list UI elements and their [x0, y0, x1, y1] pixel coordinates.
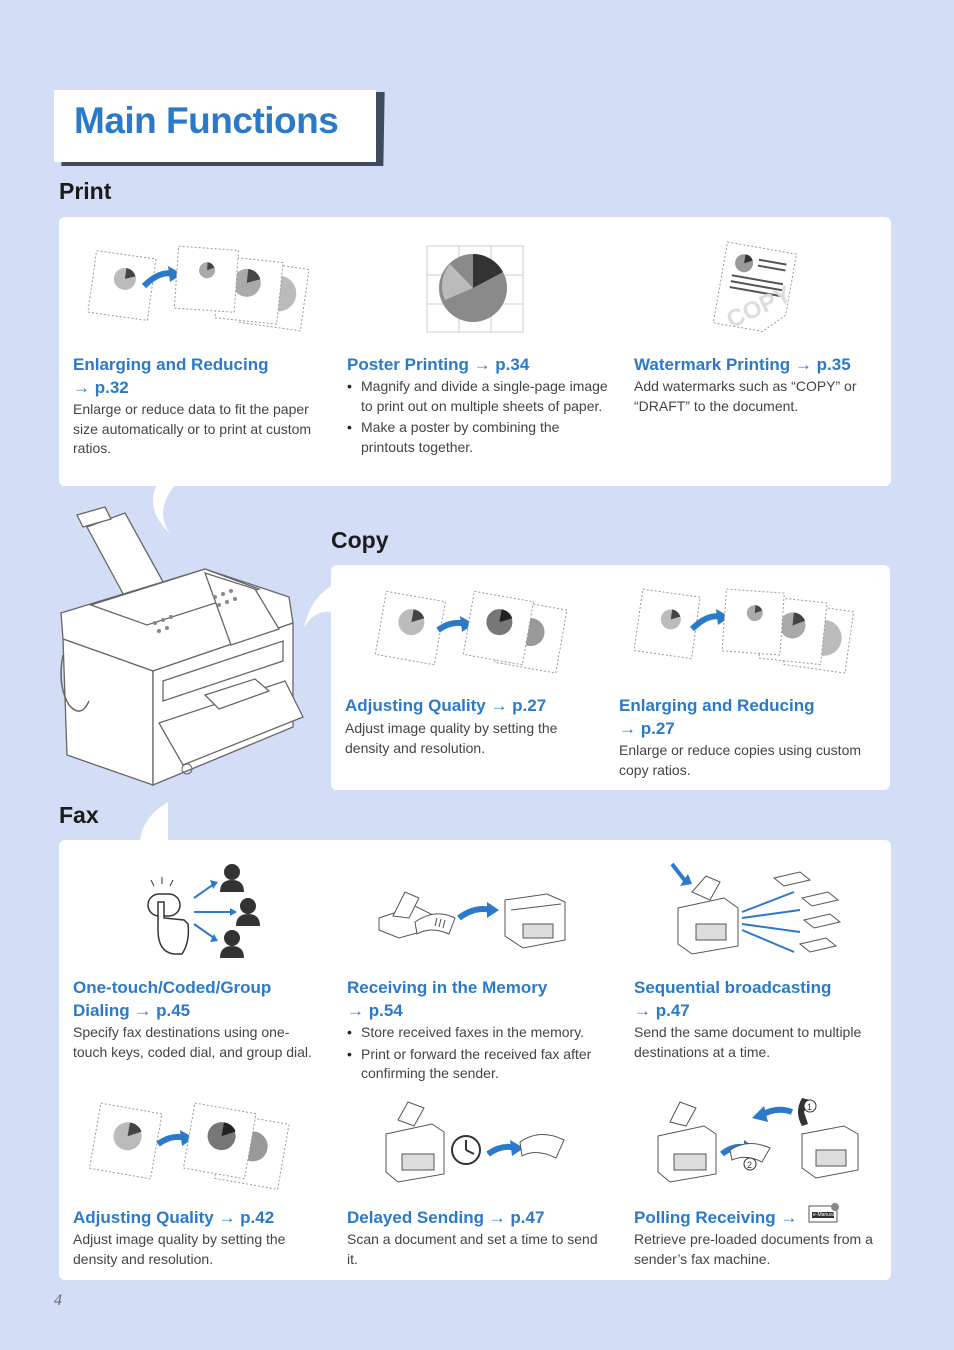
- title-box: Main Functions: [54, 90, 376, 162]
- bullet-item: Make a poster by combining the printouts…: [347, 418, 609, 457]
- fax-polling-title: Polling Receiving →: [634, 1208, 798, 1227]
- bullet-item: Print or forward the received fax after …: [347, 1045, 612, 1084]
- copy-enlarge-illustration: [633, 588, 855, 674]
- copy-quality-desc: Adjust image quality by setting the dens…: [345, 720, 558, 756]
- quality-illustration: [374, 590, 568, 674]
- broadcast-illustration: [670, 862, 842, 955]
- copy-enlarge-desc: Enlarge or reduce copies using custom co…: [619, 742, 862, 778]
- fax-panel-tail: [139, 802, 168, 848]
- print-poster-bullets: Magnify and divide a single-page image t…: [347, 377, 609, 459]
- print-enlarge-desc: Enlarge or reduce data to fit the paper …: [73, 401, 312, 456]
- bullet-item: Magnify and divide a single-page image t…: [347, 377, 609, 416]
- print-enlarge-title: Enlarging and Reducing→ p.32: [73, 355, 269, 397]
- memory-receive-illustration: [378, 891, 566, 949]
- copy-quality-title: Adjusting Quality → p.27: [345, 696, 547, 715]
- one-touch-dial-illustration: [147, 864, 260, 958]
- poster-printing-illustration: [426, 245, 524, 333]
- print-poster-title: Poster Printing → p.34: [347, 355, 530, 374]
- page-title: Main Functions: [74, 100, 339, 141]
- fax-quality-desc: Adjust image quality by setting the dens…: [73, 1231, 286, 1267]
- bullet-item: Store received faxes in the memory.: [347, 1023, 612, 1043]
- print-heading: Print: [59, 178, 112, 204]
- fax-printer-illustration: [60, 506, 304, 786]
- fax-delayed-desc: Scan a document and set a time to send i…: [347, 1231, 598, 1267]
- enlarge-reduce-illustration: [87, 245, 310, 332]
- e-manual-link-icon[interactable]: e-Manual: [808, 1202, 840, 1224]
- copy-panel-tail: [304, 582, 338, 628]
- watermark-illustration: COPY: [712, 241, 798, 334]
- fax-onetouch-desc: Specify fax destinations using one-touch…: [73, 1024, 312, 1060]
- fax-memory-title: Receiving in the Memory→ p.54: [347, 978, 548, 1020]
- polling-illustration: 1 2: [657, 1098, 859, 1183]
- e-manual-badge-text: e-Manual: [813, 1212, 834, 1218]
- print-panel-tail: [152, 480, 180, 534]
- fax-quality-illustration: [88, 1102, 290, 1190]
- copy-heading: Copy: [331, 527, 389, 553]
- fax-quality-title: Adjusting Quality → p.42: [73, 1208, 275, 1227]
- fax-memory-bullets: Store received faxes in the memory. Prin…: [347, 1023, 612, 1086]
- print-watermark-title: Watermark Printing → p.35: [634, 355, 851, 374]
- fax-broadcast-title: Sequential broadcasting→ p.47: [634, 978, 832, 1020]
- delayed-send-illustration: [385, 1101, 565, 1183]
- fax-delayed-title: Delayed Sending → p.47: [347, 1208, 545, 1227]
- step-2-label: 2: [747, 1160, 752, 1170]
- copy-enlarge-title: Enlarging and Reducing→ p.27: [619, 696, 815, 738]
- step-1-label: 1: [807, 1102, 812, 1112]
- fax-heading: Fax: [59, 802, 99, 828]
- print-watermark-desc: Add watermarks such as “COPY” or “DRAFT”…: [634, 378, 857, 414]
- fax-polling-desc: Retrieve pre-loaded documents from a sen…: [634, 1231, 873, 1267]
- page-number: 4: [54, 1292, 62, 1309]
- fax-broadcast-desc: Send the same document to multiple desti…: [634, 1024, 862, 1060]
